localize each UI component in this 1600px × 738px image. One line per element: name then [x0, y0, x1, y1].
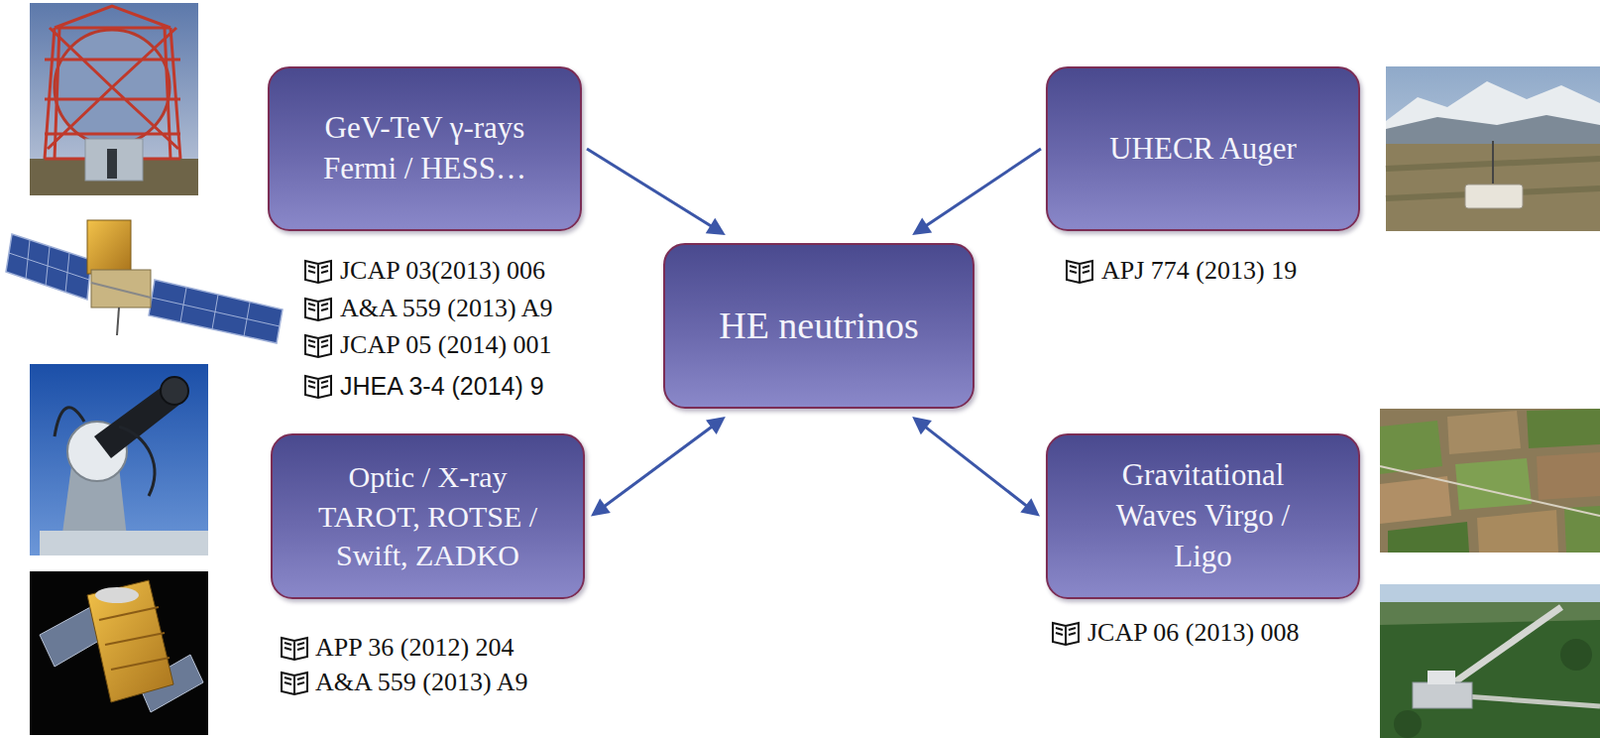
fermi-satellite-image	[116, 307, 119, 336]
book-icon	[1052, 622, 1079, 645]
hess-telescope-photo	[29, 2, 199, 196]
auger-array-photo	[1385, 66, 1600, 231]
fermi-satellite-image	[5, 220, 283, 343]
ligo-site-photo	[1379, 583, 1600, 602]
book-icon	[281, 637, 308, 660]
arrow-connector	[912, 148, 1041, 235]
virgo-site-photo	[1379, 408, 1600, 553]
virgo-site-photo	[1455, 457, 1532, 510]
virgo-site-photo	[1477, 509, 1559, 553]
fermi-satellite-image	[8, 239, 90, 293]
reference-label: APJ 774 (2013) 19	[1101, 253, 1297, 288]
arrow-connector	[586, 148, 726, 235]
book-icon	[1066, 260, 1093, 283]
ligo-site-photo	[1379, 583, 1600, 738]
messenger-box: Optic / X-ray TAROT, ROTSE / Swift, ZADK…	[270, 433, 585, 599]
virgo-site-photo	[1536, 452, 1600, 500]
fermi-satellite-image	[148, 279, 283, 343]
book-icon	[305, 335, 332, 357]
arrow-head	[705, 416, 726, 435]
virgo-site-photo	[1379, 475, 1452, 524]
reference-label: JHEA 3-4 (2014) 9	[340, 368, 545, 403]
hub-box: HE neutrinos	[663, 242, 975, 409]
hess-telescope-photo	[44, 5, 181, 159]
reference-label: A&A 559 (2013) A9	[340, 291, 554, 326]
virgo-site-photo	[1564, 505, 1600, 553]
fermi-satellite-image	[91, 282, 151, 298]
connector-line	[586, 148, 712, 228]
auger-array-photo	[1465, 184, 1523, 209]
messenger-box: UHECR Auger	[1045, 66, 1361, 231]
connector-line	[924, 426, 1029, 507]
virgo-site-photo	[1526, 408, 1600, 449]
fermi-satellite-image	[151, 287, 280, 337]
messenger-box: GeV-TeV γ-rays Fermi / HESS…	[267, 66, 582, 231]
book-icon	[305, 260, 332, 283]
hess-telescope-photo	[29, 2, 199, 196]
swift-satellite-image	[29, 571, 209, 735]
optical-telescope-photo	[39, 530, 209, 556]
arrow-connector	[912, 416, 1040, 517]
virgo-site-photo	[1447, 410, 1521, 455]
node-text: Optic / X-ray TAROT, ROTSE / Swift, ZADK…	[304, 457, 553, 575]
arrow-head	[912, 218, 932, 235]
virgo-site-photo	[1387, 521, 1470, 553]
book-icon	[305, 298, 332, 321]
virgo-site-photo	[1379, 420, 1443, 474]
virgo-site-photo	[1379, 408, 1600, 553]
connector-line	[924, 148, 1041, 227]
messenger-box: Gravitational Waves Virgo / Ligo	[1045, 433, 1361, 599]
connector-line	[603, 426, 713, 507]
ligo-site-photo	[1560, 638, 1593, 671]
node-text: Gravitational Waves Virgo / Ligo	[1099, 455, 1308, 577]
book-icon	[281, 672, 308, 694]
optical-telescope-photo	[160, 376, 189, 405]
reference-label: JCAP 05 (2014) 001	[340, 328, 553, 362]
swift-satellite-image	[29, 571, 209, 735]
arrow-head	[1020, 497, 1040, 516]
ligo-site-photo	[1379, 601, 1600, 625]
hess-telescope-photo	[44, 27, 181, 149]
auger-array-photo	[1385, 66, 1600, 231]
ligo-site-photo	[1437, 606, 1562, 694]
node-text: HE neutrinos	[718, 300, 919, 350]
hess-telescope-photo	[85, 138, 143, 181]
arrow-connector	[590, 416, 726, 517]
swift-satellite-image	[99, 606, 170, 670]
arrow-head	[590, 498, 611, 517]
hess-telescope-photo	[107, 148, 117, 179]
fermi-satellite-image	[91, 269, 151, 308]
reference-label: A&A 559 (2013) A9	[315, 665, 529, 699]
ligo-site-photo	[1427, 670, 1456, 685]
node-text: UHECR Auger	[1109, 128, 1297, 170]
arrow-head	[705, 218, 726, 235]
ligo-site-photo	[1379, 583, 1600, 738]
virgo-site-photo	[1379, 465, 1600, 516]
fermi-satellite-image	[87, 220, 131, 274]
reference-label: JCAP 03(2013) 006	[340, 253, 546, 288]
fermi-satellite-image	[5, 233, 92, 300]
ligo-site-photo	[1393, 709, 1422, 738]
hess-telescope-photo	[44, 5, 181, 159]
optical-telescope-photo	[29, 363, 209, 556]
book-icon	[305, 375, 332, 398]
optical-telescope-photo	[54, 407, 85, 437]
swift-satellite-image	[87, 579, 174, 702]
arrow-head	[912, 416, 932, 435]
reference-label: APP 36 (2012) 204	[315, 630, 515, 665]
node-text: GeV-TeV γ-rays Fermi / HESS…	[291, 108, 560, 190]
reference-label: JCAP 06 (2013) 008	[1087, 615, 1300, 650]
ligo-site-photo	[1412, 682, 1473, 708]
optical-telescope-photo	[29, 363, 209, 556]
optical-telescope-photo	[118, 426, 155, 496]
swift-satellite-image	[95, 586, 139, 603]
auger-array-photo	[1491, 140, 1494, 184]
